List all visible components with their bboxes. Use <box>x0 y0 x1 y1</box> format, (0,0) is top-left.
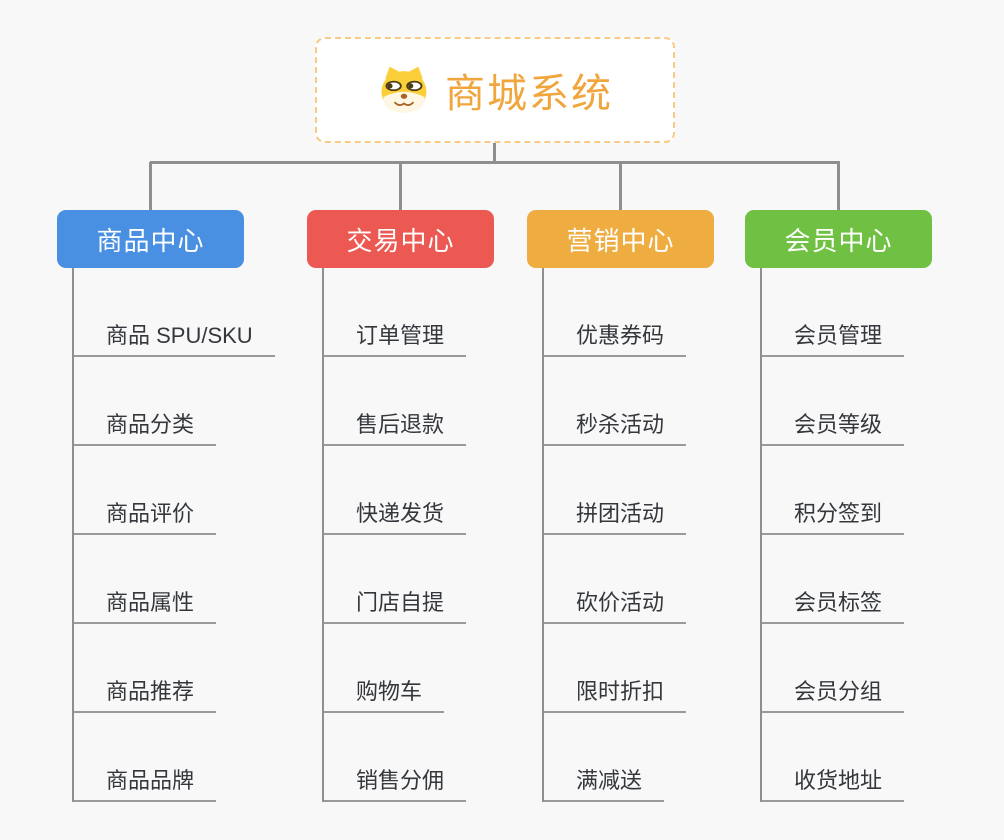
item-label: 会员等级 <box>794 411 883 437</box>
branch-item[interactable]: 购物车 <box>324 624 445 713</box>
dog-face-icon <box>381 66 427 113</box>
branch-column-trade: 订单管理 售后退款 快递发货 门店自提 购物车 销售分佣 <box>322 268 467 802</box>
item-label: 商品推荐 <box>106 678 195 704</box>
branch-item[interactable]: 售后退款 <box>324 357 467 446</box>
item-label: 商品品牌 <box>106 767 195 793</box>
branch-item[interactable]: 积分签到 <box>762 446 905 535</box>
branch-item[interactable]: 优惠券码 <box>544 268 687 357</box>
item-label: 售后退款 <box>356 411 445 437</box>
connector-drop-member <box>837 162 840 210</box>
branch-header-marketing[interactable]: 营销中心 <box>527 210 714 268</box>
branch-item[interactable]: 商品 SPU/SKU <box>74 268 275 357</box>
branch-item[interactable]: 满减送 <box>544 713 665 802</box>
branch-item[interactable]: 快递发货 <box>324 446 467 535</box>
branch-item[interactable]: 限时折扣 <box>544 624 687 713</box>
branch-item[interactable]: 门店自提 <box>324 535 467 624</box>
item-label: 会员分组 <box>794 678 883 704</box>
item-label: 限时折扣 <box>576 678 665 704</box>
item-label: 满减送 <box>576 767 643 793</box>
branch-item[interactable]: 会员等级 <box>762 357 905 446</box>
item-label: 销售分佣 <box>356 767 445 793</box>
item-label: 快递发货 <box>356 500 445 526</box>
branch-item[interactable]: 商品品牌 <box>74 713 217 802</box>
item-label: 会员管理 <box>794 322 883 348</box>
branch-item[interactable]: 商品属性 <box>74 535 217 624</box>
item-label: 砍价活动 <box>576 589 665 615</box>
branch-item[interactable]: 拼团活动 <box>544 446 687 535</box>
connector-drop-marketing <box>619 162 622 210</box>
branch-item[interactable]: 会员分组 <box>762 624 905 713</box>
connector-root-stem <box>493 143 496 162</box>
item-label: 购物车 <box>356 678 423 704</box>
connector-drop-trade <box>399 162 402 210</box>
branch-item[interactable]: 商品分类 <box>74 357 217 446</box>
item-label: 商品评价 <box>106 500 195 526</box>
item-label: 订单管理 <box>356 322 445 348</box>
item-label: 门店自提 <box>356 589 445 615</box>
item-label: 商品 SPU/SKU <box>106 322 253 348</box>
branch-item[interactable]: 会员标签 <box>762 535 905 624</box>
item-label: 商品分类 <box>106 411 195 437</box>
branch-item[interactable]: 商品评价 <box>74 446 217 535</box>
branch-item[interactable]: 秒杀活动 <box>544 357 687 446</box>
branch-header-product[interactable]: 商品中心 <box>57 210 244 268</box>
branch-column-member: 会员管理 会员等级 积分签到 会员标签 会员分组 收货地址 <box>760 268 905 802</box>
branch-header-trade[interactable]: 交易中心 <box>307 210 494 268</box>
branch-item[interactable]: 会员管理 <box>762 268 905 357</box>
branch-item[interactable]: 收货地址 <box>762 713 905 802</box>
branch-item[interactable]: 销售分佣 <box>324 713 467 802</box>
item-label: 优惠券码 <box>576 322 665 348</box>
branch-column-product: 商品 SPU/SKU 商品分类 商品评价 商品属性 商品推荐 商品品牌 <box>72 268 275 802</box>
connector-drop-product <box>149 162 152 210</box>
branch-column-marketing: 优惠券码 秒杀活动 拼团活动 砍价活动 限时折扣 满减送 <box>542 268 687 802</box>
item-label: 会员标签 <box>794 589 883 615</box>
branch-header-member[interactable]: 会员中心 <box>745 210 932 268</box>
item-label: 商品属性 <box>106 589 195 615</box>
item-label: 秒杀活动 <box>576 411 665 437</box>
branch-item[interactable]: 砍价活动 <box>544 535 687 624</box>
item-label: 积分签到 <box>794 500 883 526</box>
branch-item[interactable]: 商品推荐 <box>74 624 217 713</box>
connector-bus <box>150 161 840 164</box>
root-title: 商城系统 <box>445 72 613 116</box>
branch-item[interactable]: 订单管理 <box>324 268 467 357</box>
root-node[interactable]: 商城系统 <box>315 37 675 143</box>
item-label: 拼团活动 <box>576 500 665 526</box>
item-label: 收货地址 <box>794 767 883 793</box>
